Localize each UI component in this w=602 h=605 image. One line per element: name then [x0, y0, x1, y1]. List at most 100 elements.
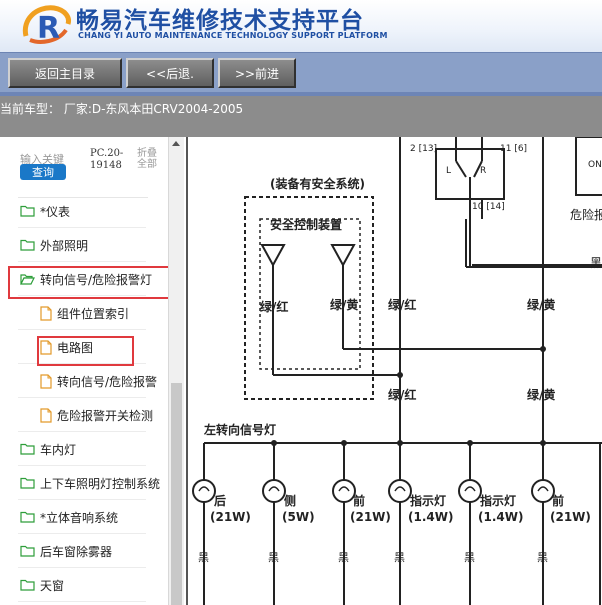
current-vehicle-text: 当前车型： 厂家:D-东风本田CRV2004-2005	[0, 102, 244, 116]
app-subtitle: CHANG YI AUTO MAINTENANCE TECHNOLOGY SUP…	[78, 31, 388, 40]
bulb-indicator-label-2: 指示灯	[480, 493, 516, 508]
bulb-indicator-watt: (1.4W)	[408, 510, 453, 524]
bulb-rear-label: 后	[214, 493, 226, 508]
folder-icon	[20, 511, 35, 523]
tree-separator	[18, 261, 146, 262]
highlight-box-turn-signal	[8, 266, 172, 299]
folder-icon	[20, 205, 35, 217]
bulb-front-label-2: 前	[552, 493, 564, 508]
srs-wire-green-red: 绿/红	[260, 299, 288, 314]
switch-contact	[455, 160, 467, 178]
hazard-module-box	[575, 137, 602, 196]
tree-folder-item[interactable]: *仪表	[20, 199, 70, 223]
switch-r-label: R	[480, 166, 486, 176]
folder-icon	[20, 579, 35, 591]
connector-label-bottom: 10 [14]	[472, 202, 505, 212]
search-input[interactable]: 输入关键	[20, 153, 64, 166]
tree-folder-item[interactable]: 转向信号/危险报警灯	[20, 267, 152, 291]
srs-diode-right	[330, 244, 356, 268]
left-turn-title: 左转向信号灯	[203, 422, 276, 437]
tree-item-label: 转向信号/危险报警灯	[40, 272, 153, 287]
junction-dot	[397, 440, 403, 446]
scroll-up-arrow-icon[interactable]	[172, 141, 180, 146]
srs-title: (装备有安全系统)	[270, 176, 365, 191]
bulb-indicator-watt-2: (1.4W)	[478, 510, 523, 524]
search-button[interactable]: 查询	[20, 164, 66, 180]
bulb-front-label: 前	[353, 493, 365, 508]
tree-folder-item[interactable]: 外部照明	[20, 233, 88, 257]
logo-icon: R	[22, 5, 71, 46]
toolbar: 返回主目录 <<后退. >>前进	[0, 52, 602, 92]
tree-item-label: 危险报警开关检测	[57, 408, 154, 423]
srs-dashed-box	[244, 196, 374, 400]
junction-dot	[540, 440, 546, 446]
collapse-all-button[interactable]: 折叠 全部	[137, 148, 157, 170]
wire-label-green-red-2: 绿/红	[388, 387, 416, 402]
forward-button[interactable]: >>前进	[218, 58, 296, 88]
srs-diode-left	[260, 244, 286, 268]
ground-label: 黑	[268, 551, 279, 564]
srs-unit-label: 安全控制装置	[270, 217, 342, 232]
folder-icon	[20, 443, 35, 455]
srs-wire-green-yellow: 绿/黄	[330, 297, 358, 312]
tree-folder-item[interactable]: *立体音响系统	[20, 505, 118, 529]
wire-label-green-yellow: 绿/黄	[527, 297, 555, 312]
junction-dot	[397, 372, 403, 378]
folder-open-icon	[20, 274, 35, 285]
tree-separator	[18, 329, 146, 330]
tree-item-label: 电路图	[57, 340, 94, 355]
logo-letter: R	[37, 11, 60, 46]
scrollbar-thumb[interactable]	[171, 383, 182, 605]
vehicle-bar-stripe	[0, 92, 602, 96]
document-icon	[40, 305, 52, 321]
tree-item-label: *立体音响系统	[40, 510, 119, 525]
sidebar-scrollbar[interactable]	[168, 137, 184, 605]
bulb-icon	[332, 479, 356, 503]
filament	[464, 486, 476, 492]
on-label: ON	[588, 160, 602, 170]
bulb-front-watt-2: (21W)	[550, 510, 591, 524]
bulb-indicator-label: 指示灯	[410, 493, 446, 508]
app-title: 畅易汽车维修技术支持平台	[76, 8, 364, 34]
tree-doc-item[interactable]: 危险报警开关检测	[40, 403, 153, 427]
folder-icon	[20, 239, 35, 251]
sidebar-tree: 输入关键 查询 PC.20- 19148 折叠 全部 *仪表外部照明转向信号/危…	[0, 137, 184, 605]
hazard-label: 危险报	[570, 207, 602, 222]
bulb-icon	[388, 479, 412, 503]
back-button[interactable]: <<后退.	[126, 58, 214, 88]
filament	[338, 486, 350, 492]
tree-separator	[18, 363, 146, 364]
vehicle-bar: 当前车型： 厂家:D-东风本田CRV2004-2005	[0, 92, 602, 137]
tree-folder-item[interactable]: 后车窗除雾器	[20, 539, 112, 563]
tree-separator	[18, 499, 146, 500]
tree-doc-item[interactable]: 电路图	[40, 335, 93, 359]
srs-unit-box	[259, 218, 361, 370]
tree-folder-item[interactable]: 车内灯	[20, 437, 76, 461]
bulb-icon	[531, 479, 555, 503]
connector-label-left: 2 [13]	[410, 144, 437, 154]
pc-code-line-2: 19148	[90, 160, 122, 171]
tree-doc-item[interactable]: 组件位置索引	[40, 301, 129, 325]
tree-folder-item[interactable]: 上下车照明灯控制系统	[20, 471, 160, 495]
bulb-icon	[458, 479, 482, 503]
filament	[198, 486, 210, 492]
wire-label-green-red: 绿/红	[388, 297, 416, 312]
tree-folder-item[interactable]: 天窗	[20, 573, 64, 597]
tree-item-label: 车内灯	[40, 442, 77, 457]
home-button[interactable]: 返回主目录	[8, 58, 122, 88]
ground-label: 黑	[338, 551, 349, 564]
circuit-diagram: 2 [13] 11 [6] 10 [14] L R ON 危险报 黑 (装备有安…	[192, 137, 602, 605]
tree-item-label: 组件位置索引	[57, 306, 130, 321]
tree-separator	[18, 601, 146, 602]
tree-separator	[18, 397, 146, 398]
black-wire-label: 黑	[590, 256, 602, 270]
document-icon	[40, 373, 52, 389]
tree-separator	[18, 533, 146, 534]
tree-item-label: *仪表	[40, 204, 71, 219]
tree-separator	[18, 431, 146, 432]
tree-separator	[18, 295, 146, 296]
tree-doc-item[interactable]: 转向信号/危险报警	[40, 369, 157, 393]
document-icon	[40, 407, 52, 423]
filament	[537, 486, 549, 492]
ground-label: 黑	[394, 551, 405, 564]
